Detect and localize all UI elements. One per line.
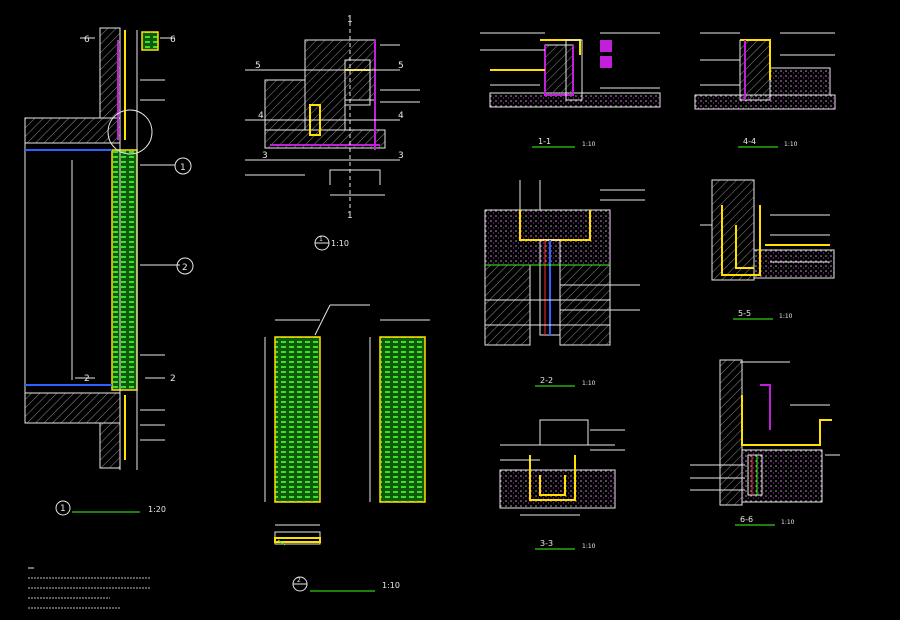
- section-marker-6-right: 6: [170, 35, 176, 45]
- notes-block: [28, 567, 150, 609]
- section-marker-3-right: 3: [398, 151, 404, 161]
- section-1-1-drawing: [480, 32, 661, 108]
- section-6-6-drawing: [690, 359, 840, 506]
- section-3-3-title: 3-3 1:10: [535, 539, 596, 550]
- detail-1-scale: 1:10: [331, 239, 349, 248]
- section-marker-3-left: 3: [262, 151, 268, 161]
- detail-2-scale: 1:10: [382, 581, 400, 590]
- section-2-2-label: 2-2: [540, 376, 553, 385]
- section-5-5-scale: 1:10: [779, 313, 793, 320]
- section-3-3-label: 3-3: [540, 539, 553, 548]
- section-1-1-scale: 1:10: [582, 141, 596, 148]
- section-marker-5-right: 5: [398, 61, 404, 71]
- section-marker-2-right: 2: [170, 374, 176, 384]
- section-4-4-scale: 1:10: [784, 141, 798, 148]
- detail-1-number: 1: [319, 236, 323, 243]
- section-1-1-label: 1-1: [538, 137, 551, 146]
- section-6-6-label: 6-6: [740, 515, 753, 524]
- section-marker-6-left: 6: [84, 35, 90, 45]
- section-3-3-scale: 1:10: [582, 543, 596, 550]
- plan-detail-number: 1: [60, 504, 66, 514]
- section-marker-2-left: 2: [84, 374, 90, 384]
- section-1-1-title: 1-1 1:10: [532, 137, 596, 148]
- section-4-4-drawing: [694, 32, 836, 110]
- section-2-2-drawing: [484, 180, 645, 346]
- section-marker-4-right: 4: [398, 111, 404, 121]
- detail-1-drawing: [245, 15, 420, 215]
- section-5-5-title: 5-5 1:10: [733, 309, 793, 320]
- section-4-4-label: 4-4: [743, 137, 756, 146]
- section-3-3-drawing: [499, 419, 625, 516]
- plan-scale: 1:20: [148, 505, 166, 514]
- section-6-6-scale: 1:10: [781, 519, 795, 526]
- plan-view-drawing: [24, 27, 194, 470]
- detail-2-number: 2: [297, 577, 301, 584]
- detail-1-title-block: 1 1:10: [314, 235, 349, 251]
- detail-2-drawing: [264, 304, 430, 546]
- detail-callout-2: 2: [182, 263, 188, 273]
- section-6-6-title: 6-6 1:10: [735, 515, 795, 526]
- section-2-2-title: 2-2 1:10: [535, 376, 596, 387]
- section-2-2-scale: 1:10: [582, 380, 596, 387]
- detail-callout-1: 1: [180, 163, 186, 173]
- section-5-5-label: 5-5: [738, 309, 751, 318]
- section-marker-4-left: 4: [258, 111, 264, 121]
- detail-2-title-block: 2 1:10: [292, 576, 400, 592]
- section-marker-5-left: 5: [255, 61, 261, 71]
- plan-title-block: 1 1:20: [55, 500, 166, 516]
- section-marker-1-top: 1: [347, 15, 353, 25]
- section-marker-1-bottom: 1: [347, 211, 353, 221]
- section-5-5-drawing: [700, 179, 835, 281]
- section-4-4-title: 4-4 1:10: [738, 137, 798, 148]
